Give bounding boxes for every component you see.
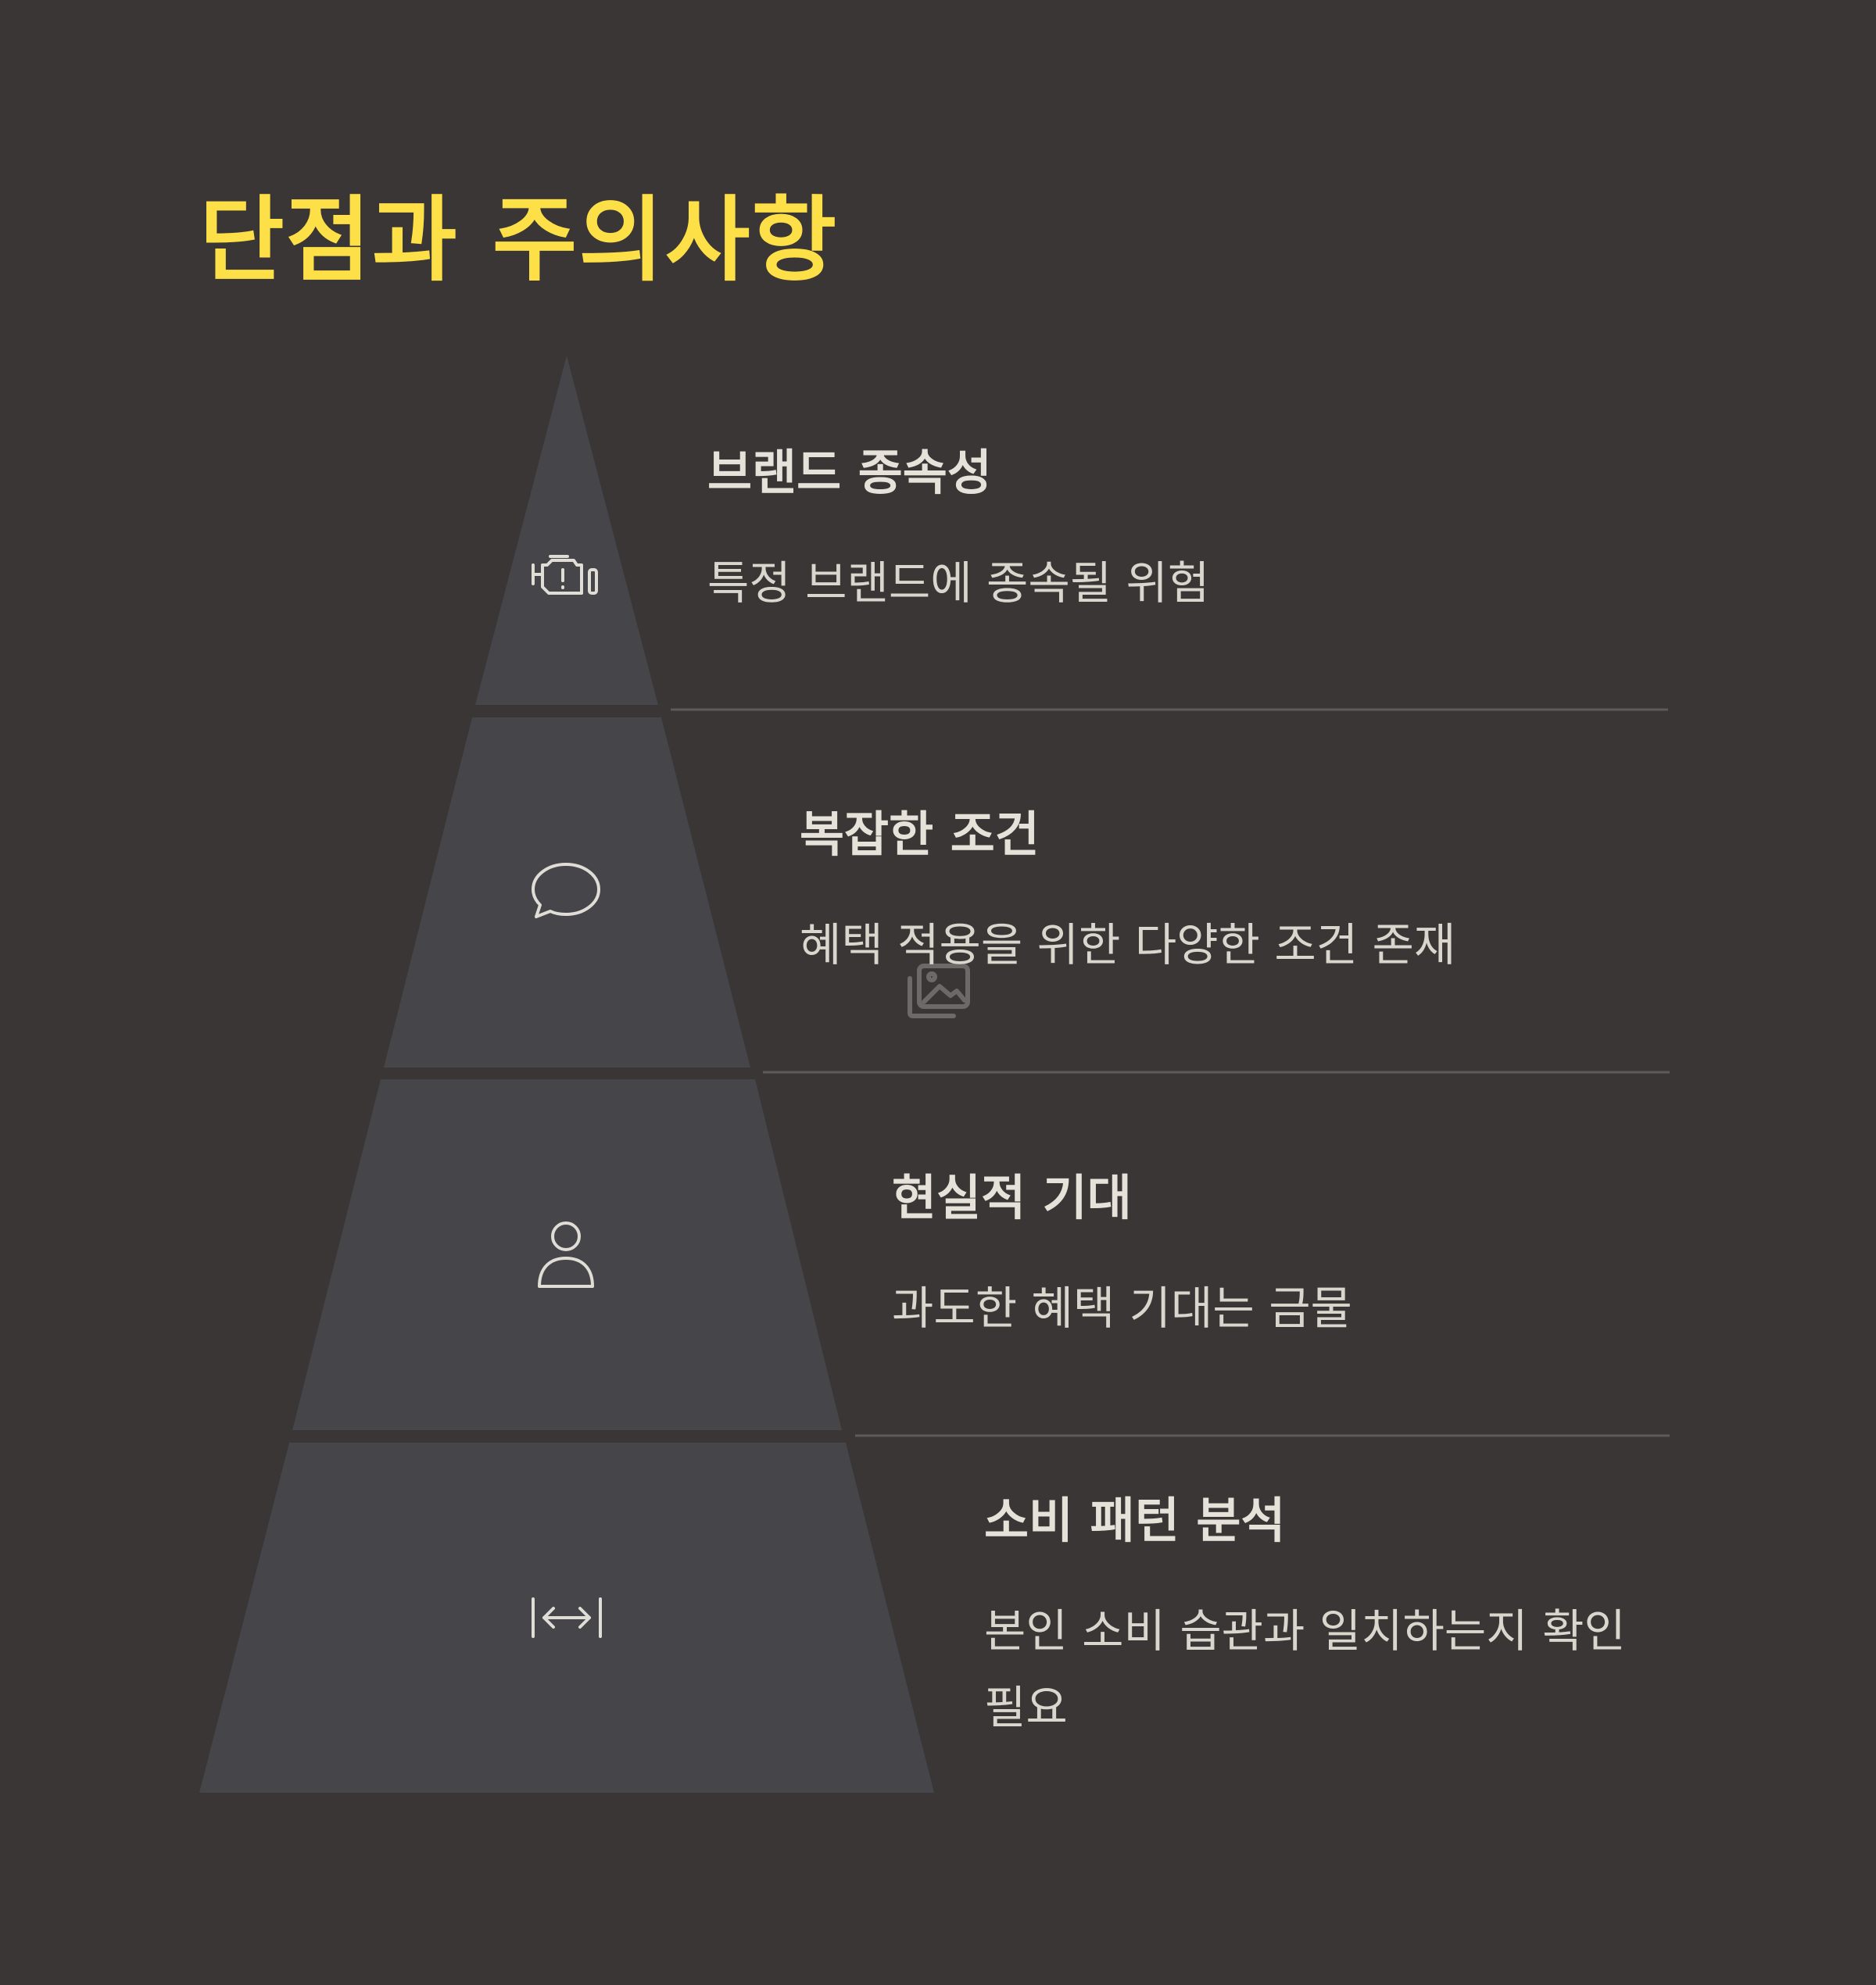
pyramid-level-1 xyxy=(475,356,658,705)
level-1-description: 특정 브랜드에 종속될 위험 xyxy=(707,556,1210,610)
level-3-description: 과도한 혜택 기대는 금물 xyxy=(892,1282,1352,1335)
pyramid-level-3 xyxy=(292,1079,842,1430)
page-title: 단점과 주의사항 xyxy=(199,186,839,294)
engine-warning-icon xyxy=(532,555,598,595)
level-4-text: 소비 패턴 분석 본인 소비 습관과 일치하는지 확인 필요 xyxy=(984,1490,1641,1746)
level-2-description: 혜택 적용을 위한 다양한 조건 존재 xyxy=(800,918,1456,971)
level-3-text: 현실적 기대 과도한 혜택 기대는 금물 xyxy=(892,1167,1666,1347)
level-3-heading: 현실적 기대 xyxy=(892,1169,1132,1226)
arrows-horizontal-icon xyxy=(532,1597,602,1638)
level-2-text: 복잡한 조건 혜택 적용을 위한 다양한 조건 존재 xyxy=(800,803,1667,983)
pyramid-level-2 xyxy=(384,717,750,1068)
level-1-heading: 브랜드 종속성 xyxy=(707,444,992,501)
person-icon xyxy=(538,1221,594,1288)
image-stack-icon xyxy=(908,964,970,1018)
speech-bubble-icon xyxy=(532,863,600,918)
level-1-text: 브랜드 종속성 특정 브랜드에 종속될 위험 xyxy=(707,442,1669,621)
level-4-description: 본인 소비 습관과 일치하는지 확인 필요 xyxy=(984,1604,1626,1734)
level-2-heading: 복잡한 조건 xyxy=(800,806,1040,863)
level-4-heading: 소비 패턴 분석 xyxy=(984,1492,1286,1549)
